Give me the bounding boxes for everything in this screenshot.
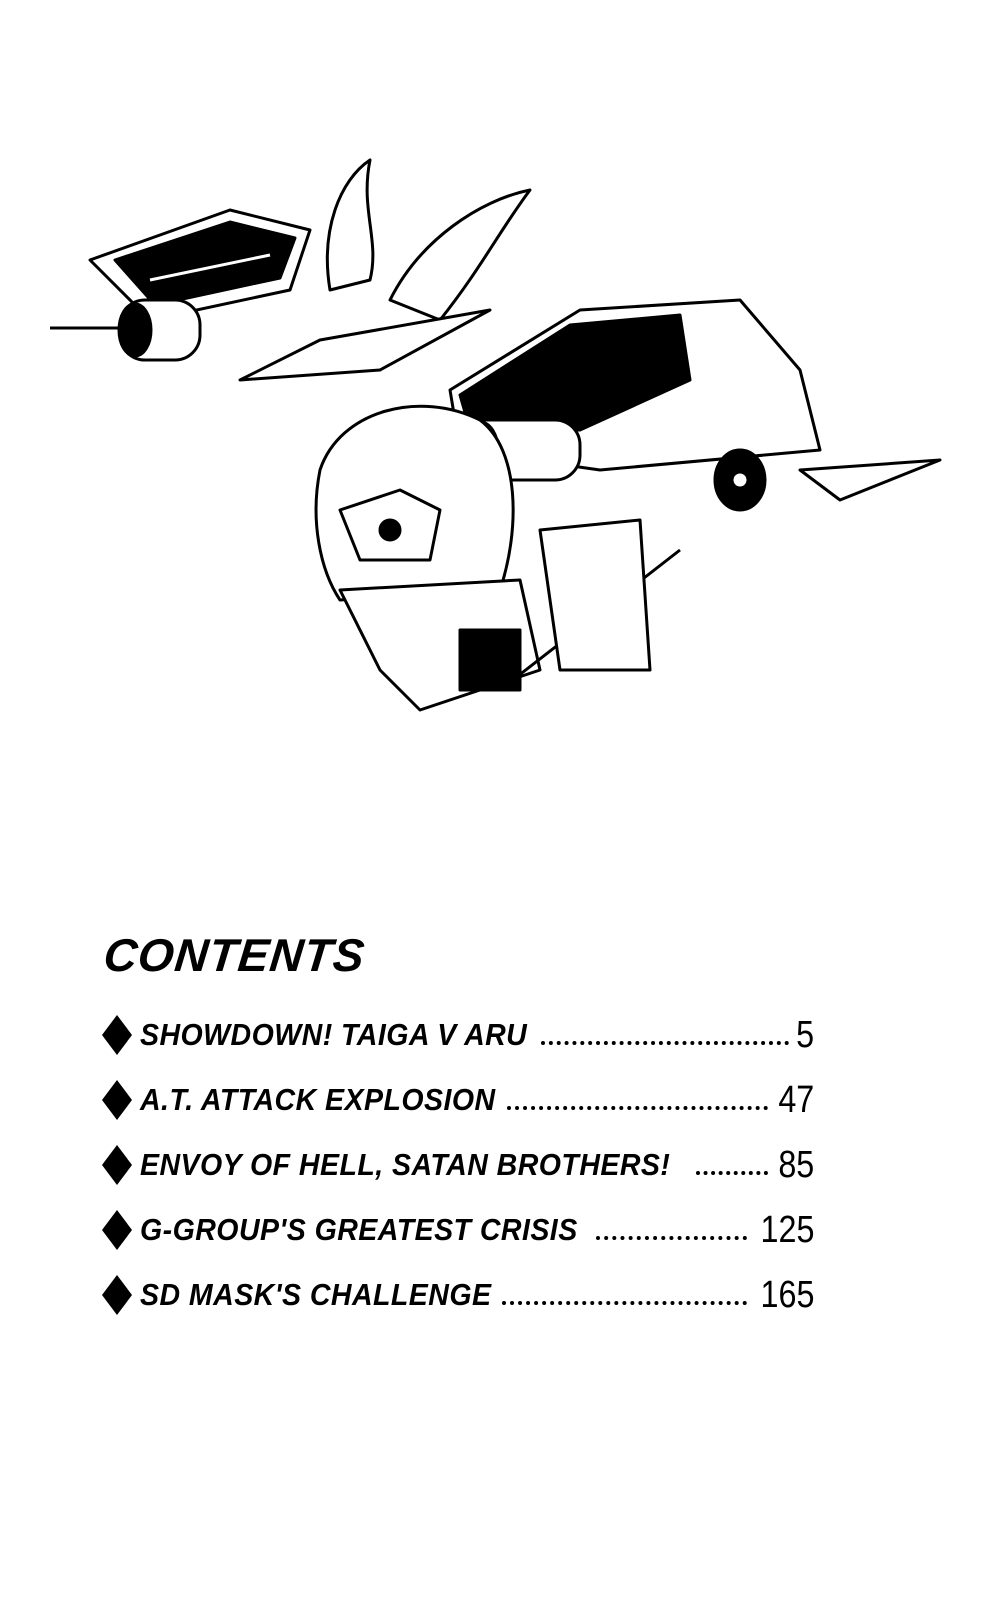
robot-illustration [50, 158, 942, 712]
toc-entry[interactable]: A.T. ATTACK EXPLOSION 47 [102, 1077, 814, 1123]
toc-entry-page: 5 [796, 1013, 814, 1056]
toc-entry-title: SHOWDOWN! TAIGA V ARU [140, 1017, 528, 1052]
contents-title: CONTENTS [101, 929, 368, 981]
toc-entry-page: 47 [778, 1078, 814, 1121]
diamond-icon [102, 1080, 132, 1120]
diamond-icon [102, 1015, 132, 1055]
leader-dots [540, 1041, 789, 1045]
robot-head-drawing [314, 404, 681, 712]
toc-entry[interactable]: SD MASK'S CHALLENGE 165 [102, 1272, 814, 1318]
toc-entry[interactable]: ENVOY OF HELL, SATAN BROTHERS! 85 [102, 1142, 814, 1188]
toc-entry-page: 125 [760, 1208, 814, 1251]
toc-entry-page: 85 [778, 1143, 814, 1186]
right-car-drawing [448, 298, 942, 512]
leader-dots [696, 1171, 768, 1175]
diamond-icon [102, 1210, 132, 1250]
diamond-icon [102, 1275, 132, 1315]
toc-entry[interactable]: G-GROUP'S GREATEST CRISIS 125 [102, 1207, 814, 1253]
toc-entry-title: G-GROUP'S GREATEST CRISIS [140, 1212, 578, 1247]
toc-entry[interactable]: SHOWDOWN! TAIGA V ARU 5 [102, 1012, 814, 1058]
leader-dots [502, 1301, 747, 1305]
left-car-drawing [50, 208, 312, 362]
toc-entry-title: ENVOY OF HELL, SATAN BROTHERS! [140, 1147, 671, 1182]
leader-dots [595, 1236, 747, 1240]
diamond-icon [102, 1145, 132, 1185]
leader-dots [506, 1106, 768, 1110]
toc-entry-title: SD MASK'S CHALLENGE [140, 1277, 492, 1312]
toc-entry-page: 165 [760, 1273, 814, 1316]
toc-entry-title: A.T. ATTACK EXPLOSION [140, 1082, 496, 1117]
